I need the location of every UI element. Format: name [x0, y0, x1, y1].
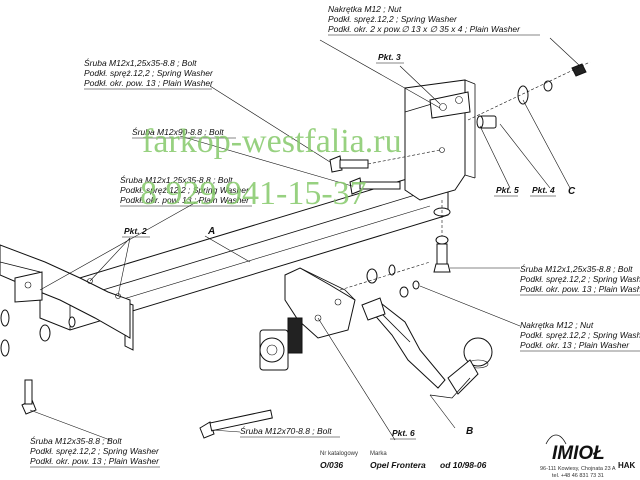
pkt6-label: Pkt. 6	[392, 428, 415, 438]
hardware-mid	[349, 177, 401, 195]
label-bolt-left: Śruba M12x1,25x35-8.8 ; Bolt Podkł. sprę…	[120, 174, 252, 207]
label-line: Podkł. spręż.12,2 ; Spring Washer	[84, 68, 214, 78]
label-line: Podkł. spręż.12,2 ; Spring Washer	[328, 14, 458, 24]
label-line: Śruba M12x1,25x35-8.8 ; Bolt	[520, 263, 633, 274]
imiol-logo: IMIOŁ HAK 96-111 Kowiesy, Chojnata 23 A …	[540, 434, 636, 479]
label-line: Podkł. okr. 13 ; Plain Washer	[520, 340, 630, 350]
label-line: Śruba M12x35-8.8 ; Bolt	[30, 435, 122, 446]
label-line: Podkł. okr. pow. 13 ; Plain Washer	[520, 284, 640, 294]
hardware-top-left	[329, 149, 441, 173]
label-line: Podkł. spręż.12,2 ; Spring Washer	[120, 185, 250, 195]
catalog-header: Nr katalogowy	[320, 451, 358, 457]
label-line: Podkł. okr. 2 x pow.∅ 13 x ∅ 35 x 4 ; Pl…	[328, 24, 521, 34]
label-line: Podkł. spręż.12,2 ; Spring Washer	[520, 274, 640, 284]
right-bracket	[404, 79, 476, 201]
label-bolt-bottom-left: Śruba M12x35-8.8 ; Bolt Podkł. spręż.12,…	[30, 435, 160, 468]
label-nut-right: Nakrętka M12 ; Nut Podkł. spręż.12,2 ; S…	[520, 320, 640, 352]
label-line: Podkł. okr. pow. 13 ; Plain Washer	[84, 78, 214, 88]
footer: Nr katalogowy Marka O/036 Opel Frontera …	[320, 451, 487, 470]
pkt2-label: Pkt. 2	[124, 226, 147, 236]
catalog-value: O/036	[320, 460, 343, 470]
watermark-phone: 8 929 941-15-37	[140, 175, 367, 212]
brand-value: Opel Frontera	[370, 460, 426, 470]
label-bolt-right: Śruba M12x1,25x35-8.8 ; Bolt Podkł. sprę…	[520, 263, 640, 296]
pkt3-label: Pkt. 3	[378, 52, 401, 62]
logo-address: 96-111 Kowiesy, Chojnata 23 A	[540, 466, 616, 472]
hardware-bottom	[199, 409, 273, 439]
logo-sub: HAK	[618, 461, 636, 470]
label-line: Śruba M12x1,25x35-8.8 ; Bolt	[84, 57, 197, 68]
brand-header: Marka	[370, 451, 387, 457]
leader-lines	[29, 37, 581, 441]
date-value: od 10/98-06	[440, 460, 487, 470]
logo-phone: tel. +48 46 831 73 31	[552, 473, 604, 479]
label-line: Podkł. spręż.12,2 ; Spring Washer	[30, 446, 160, 456]
label-line: Śruba M12x1,25x35-8.8 ; Bolt	[120, 174, 233, 185]
label-nut-top: Nakrętka M12 ; Nut Podkł. spręż.12,2 ; S…	[328, 4, 540, 36]
part-c-label: C	[568, 186, 576, 197]
part-a-label: A	[207, 226, 215, 237]
part-b-label: B	[466, 426, 473, 437]
label-line: Podkł. okr. pow. 13 ; Plain Washer	[120, 195, 250, 205]
hardware-top-right	[467, 61, 591, 129]
label-line: Podkł. spręż.12,2 ; Spring Washer	[520, 330, 640, 340]
towball	[361, 297, 493, 399]
hardware-bottom-left	[0, 309, 76, 415]
pkt4-label: Pkt. 4	[532, 185, 555, 195]
label-line: Nakrętka M12 ; Nut	[520, 320, 594, 330]
logo-name: IMIOŁ	[552, 443, 605, 464]
watermark-site: farkop-westfalia.ru	[142, 123, 402, 160]
label-line: Nakrętka M12 ; Nut	[328, 4, 402, 14]
label-line: Śruba M12x90-8.8 ; Bolt	[132, 126, 224, 137]
label-bolt-bottom: Śruba M12x70-8.8 ; Bolt	[240, 425, 340, 438]
label-line: Podkł. okr. pow. 13 ; Plain Washer	[30, 456, 160, 466]
label-bolt-mid: Śruba M12x90-8.8 ; Bolt	[132, 126, 236, 139]
label-line: Śruba M12x70-8.8 ; Bolt	[240, 425, 332, 436]
hardware-middle-right	[339, 261, 431, 298]
label-bolt-top: Śruba M12x1,25x35-8.8 ; Bolt Podkł. sprę…	[84, 57, 214, 90]
hardware-right-stack	[433, 200, 451, 273]
towbar-drawing	[0, 61, 591, 439]
socket-plate	[259, 317, 303, 371]
pkt5-label: Pkt. 5	[496, 185, 519, 195]
left-bracket	[0, 244, 131, 339]
